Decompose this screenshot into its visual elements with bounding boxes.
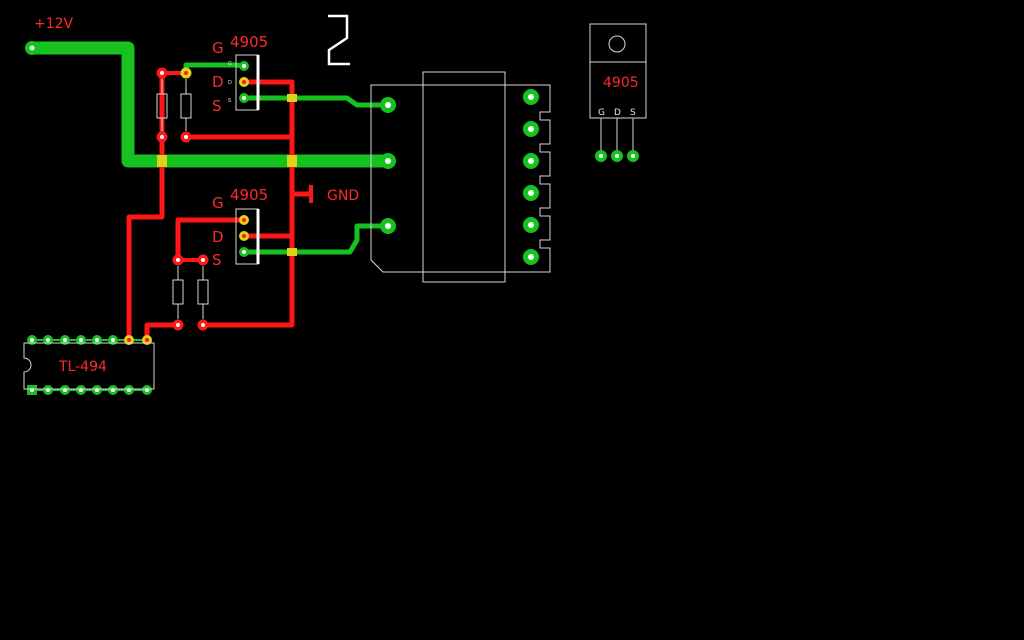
overlap-4 xyxy=(287,248,297,256)
pad-ic-top-2-hole xyxy=(46,338,50,342)
label-top-mosfet-d: D xyxy=(212,73,224,91)
pad-bottom-mosfet-s-hole xyxy=(242,250,246,254)
pad-ic-top-8-hole xyxy=(145,338,149,342)
pad-bottom-mosfet-d-hole xyxy=(242,234,246,238)
pad-top-mosfet-d-hole xyxy=(242,80,246,84)
label-top-mosfet-s: S xyxy=(212,97,222,115)
pad-ic-top-7-hole xyxy=(127,338,131,342)
pad-ic-top-5-hole xyxy=(95,338,99,342)
pad-r3-top-hole xyxy=(176,258,180,262)
label-gnd: GND xyxy=(327,188,359,204)
pad-xfmr-right-5-hole xyxy=(528,222,534,228)
pad-xfmr-right-4-hole xyxy=(528,190,534,196)
pad-top-mosfet-g-hole xyxy=(242,64,246,68)
label-side-mosfet-s: S xyxy=(630,108,636,118)
pad-side-mosfet-s-hole xyxy=(631,154,635,158)
pad-r1-bottom-hole xyxy=(160,135,164,139)
pad-ic-top-6-hole xyxy=(111,338,115,342)
pad-xfmr-right-3-hole xyxy=(528,158,534,164)
pad-top-mosfet-s-hole xyxy=(242,96,246,100)
pad-r1-top-hole xyxy=(160,71,164,75)
overlap-3 xyxy=(287,94,297,102)
transformer-core xyxy=(422,71,506,283)
label-ic-name: TL-494 xyxy=(58,359,107,375)
silkscreen xyxy=(23,14,647,390)
pad-r2-bottom-hole xyxy=(184,135,188,139)
pad-12v-hole xyxy=(29,45,35,51)
label-supply: +12V xyxy=(34,16,74,32)
pad-xfmr-left-1-hole xyxy=(385,102,391,108)
label-side-mosfet-d: D xyxy=(614,108,621,118)
trace-bottom-gate xyxy=(175,217,247,263)
trace-top-gate-feed xyxy=(126,70,165,343)
pad-xfmr-right-2-hole xyxy=(528,126,534,132)
resistor-r2-body xyxy=(180,93,192,119)
pad-side-mosfet-d-hole xyxy=(615,154,619,158)
pad-ic-top-3-hole xyxy=(63,338,67,342)
ic-tl494-outline xyxy=(23,342,155,390)
pad-ic-top-1-hole xyxy=(30,338,34,342)
pad-r2-top-hole xyxy=(184,71,188,75)
pad-xfmr-left-3-hole xyxy=(385,223,391,229)
pad-ic-top-4-hole xyxy=(79,338,83,342)
overlap-highlights xyxy=(157,94,297,256)
label-bottom-mosfet-d: D xyxy=(212,228,224,246)
pad-side-mosfet-g-hole xyxy=(599,154,603,158)
label-top-mosfet-part: 4905 xyxy=(230,33,268,51)
pads xyxy=(25,41,639,395)
pad-xfmr-left-2-hole xyxy=(385,158,391,164)
resistor-r4-body xyxy=(197,279,209,305)
label-side-mosfet-g: G xyxy=(598,108,605,118)
trace-top-source xyxy=(241,95,391,108)
trace-12v-main xyxy=(25,41,395,168)
text-labels: +12V 4905 G D S GND 4905 G D S G D S 490… xyxy=(34,16,639,375)
label-tiny-g: G xyxy=(228,61,232,67)
label-top-mosfet-g: G xyxy=(212,39,224,57)
trace-bottom-source xyxy=(241,223,391,255)
label-bottom-mosfet-g: G xyxy=(212,194,224,212)
label-bottom-mosfet-part: 4905 xyxy=(230,186,268,204)
label-tiny-s: S xyxy=(228,98,231,104)
pad-xfmr-right-1-hole xyxy=(528,94,534,100)
mosfet-side-mount-hole xyxy=(608,35,626,53)
label-bottom-mosfet-s: S xyxy=(212,251,222,269)
pad-xfmr-right-6-hole xyxy=(528,254,534,260)
mosfet-side-body xyxy=(589,23,647,119)
pad-bottom-mosfet-g-hole xyxy=(242,218,246,222)
trace-drain-bus xyxy=(200,79,295,328)
layer-number-glyph xyxy=(327,14,350,66)
label-tiny-d: D xyxy=(228,80,232,86)
pad-r4-top-hole xyxy=(201,258,205,262)
trace-top-gate xyxy=(183,62,247,76)
overlap-2 xyxy=(287,155,297,167)
pad-r4-bottom-hole xyxy=(201,323,205,327)
transformer-outline xyxy=(370,84,551,273)
overlap-1 xyxy=(157,155,167,167)
resistor-r3-body xyxy=(172,279,184,305)
label-side-mosfet-part: 4905 xyxy=(603,75,639,91)
pad-r3-bottom-hole xyxy=(176,323,180,327)
